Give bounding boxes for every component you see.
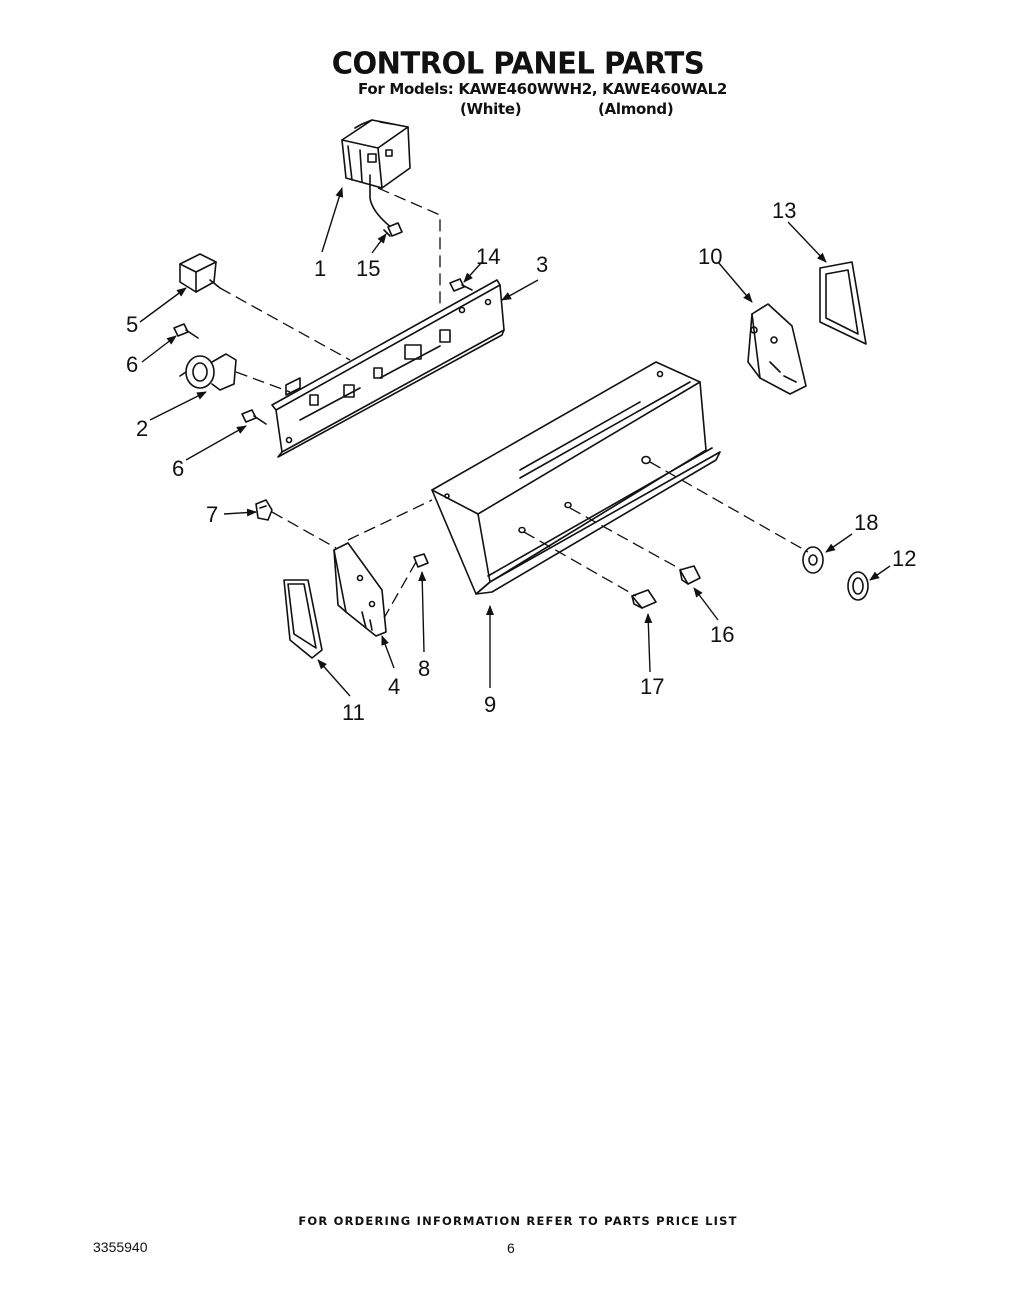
part-knob-17 [631, 589, 657, 609]
callout-17: 17 [640, 674, 664, 699]
callout-10: 10 [698, 244, 722, 269]
callout-15: 15 [356, 256, 380, 281]
callout-2: 2 [136, 416, 148, 441]
part-washer-18 [802, 546, 824, 574]
document-number: 3355940 [93, 1239, 148, 1255]
alignment-lines [219, 187, 809, 619]
callout-3: 3 [536, 252, 548, 277]
color-white-label: (White) [460, 100, 522, 118]
callout-12: 12 [892, 546, 916, 571]
callout-16: 16 [710, 622, 734, 647]
callout-labels: 1 2 3 4 5 6 6 7 8 9 10 11 12 13 14 15 16… [126, 198, 916, 725]
part-clip [255, 499, 273, 521]
part-timer [341, 119, 411, 229]
callout-5: 5 [126, 312, 138, 337]
callout-11: 11 [342, 700, 365, 725]
part-trim-right [819, 261, 867, 345]
callout-18: 18 [854, 510, 878, 535]
callout-6a: 6 [126, 352, 138, 377]
part-screw-6a [173, 323, 199, 339]
part-end-bracket [333, 542, 387, 637]
part-knob-16 [679, 565, 701, 585]
models-line: For Models: KAWE460WWH2, KAWE460WAL2 [358, 80, 727, 98]
callout-7: 7 [206, 502, 218, 527]
part-control-bracket [271, 279, 505, 458]
part-console [431, 361, 721, 595]
page-title: CONTROL PANEL PARTS [331, 45, 705, 81]
part-screw-14 [449, 278, 473, 292]
leader-arrows [139, 187, 891, 697]
part-screw-6b [241, 409, 267, 425]
part-end-cap-right [747, 303, 807, 395]
color-almond-label: (Almond) [598, 100, 674, 118]
page-number: 6 [507, 1240, 515, 1256]
part-knob-12 [847, 571, 869, 601]
ordering-footer: FOR ORDERING INFORMATION REFER TO PARTS … [298, 1214, 738, 1228]
callout-4: 4 [388, 674, 400, 699]
callout-14: 14 [476, 244, 500, 269]
part-switch [179, 253, 221, 293]
part-end-trim [283, 579, 323, 659]
callout-1: 1 [314, 256, 326, 281]
callout-6b: 6 [172, 456, 184, 481]
callout-13: 13 [772, 198, 796, 223]
part-screw-15 [383, 222, 403, 237]
callout-8: 8 [418, 656, 430, 681]
part-screw-8 [413, 553, 429, 568]
callout-9: 9 [484, 692, 496, 717]
part-pressure-switch [179, 353, 237, 391]
